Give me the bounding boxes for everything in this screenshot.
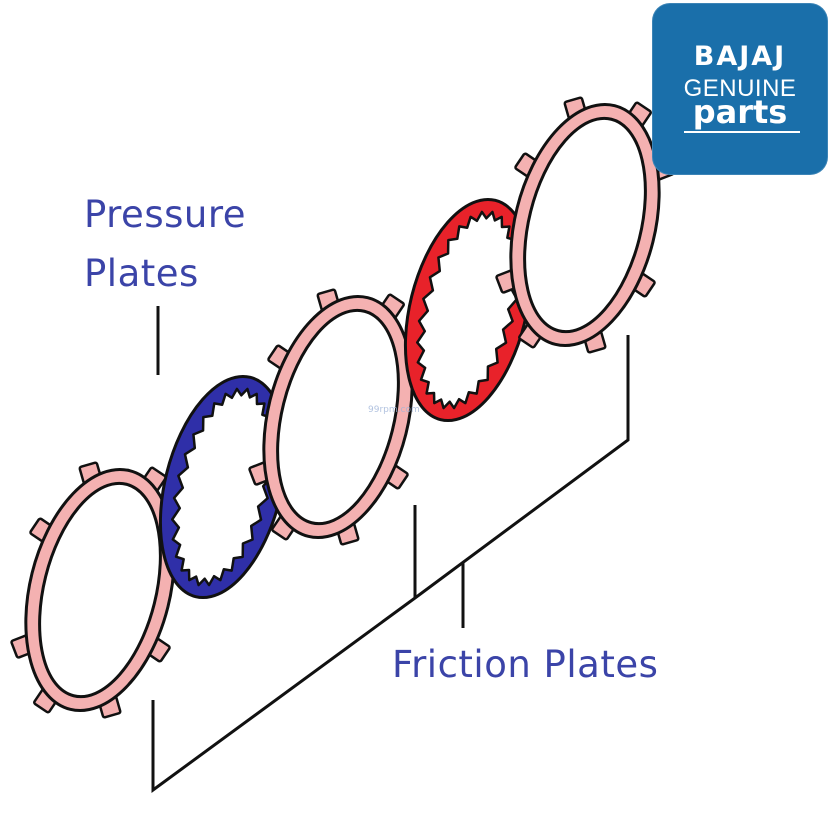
logo-genuine: GENUINE [683,75,797,102]
watermark-text: 99rpm.com [368,405,420,415]
friction-plate [10,461,190,719]
logo-brand: BAJAJ [693,41,787,72]
logo-parts: parts [692,93,788,131]
plate-toothed-hole [170,387,276,587]
friction-plate [495,96,675,354]
pressure-plate [158,374,288,600]
plate-toothed-hole [415,210,521,410]
friction-plate [248,288,428,546]
plate-inner-hole [523,116,647,334]
bajaj-genuine-parts-logo: BAJAJ GENUINE parts [652,3,828,175]
plate-inner-hole [276,308,400,526]
pressure-plates-label-line2: Plates [84,252,199,295]
plate-inner-hole [38,481,162,699]
logo-underline [684,131,800,133]
friction-plates-label: Friction Plates [392,643,659,686]
leader-lines [151,306,630,793]
pressure-plate [403,197,533,423]
pressure-plates-label-line1: Pressure [84,193,246,236]
